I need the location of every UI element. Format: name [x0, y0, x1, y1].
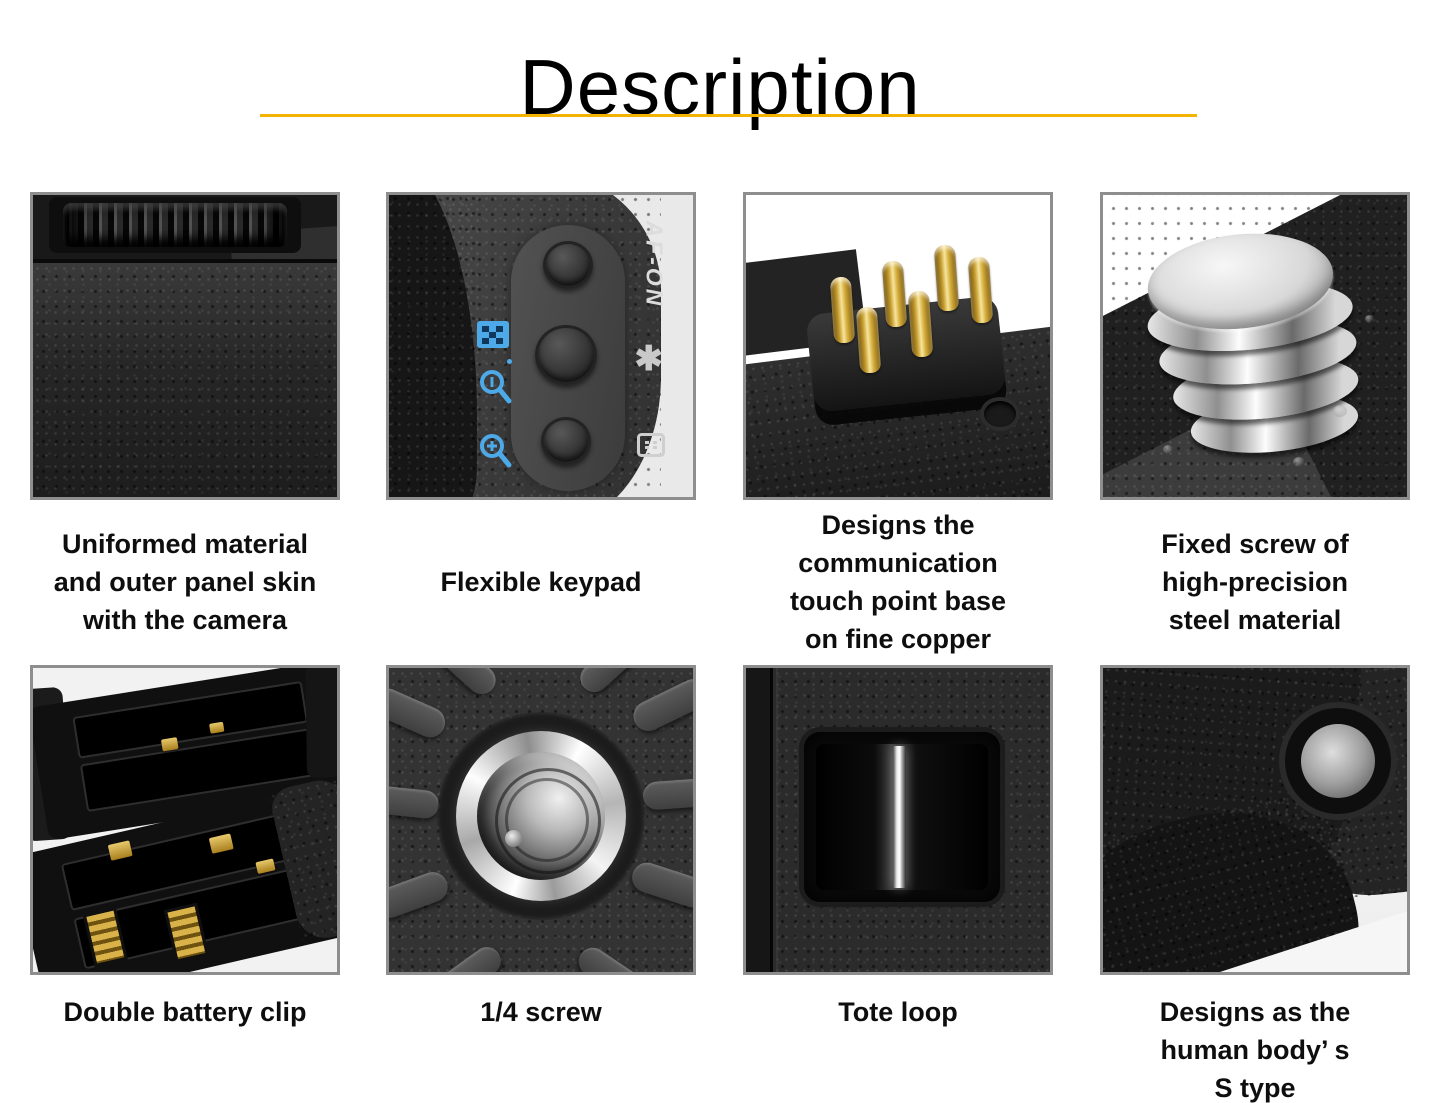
- rubber-nub: [628, 673, 693, 737]
- keypad-button-top: [543, 241, 593, 289]
- photo-copper-touch-points: [743, 192, 1053, 500]
- page-title: Description: [519, 43, 921, 132]
- caption-quarter-screw: 1/4 screw: [480, 997, 602, 1027]
- keypad-button-middle: [535, 325, 597, 385]
- screw-hole: [984, 401, 1016, 427]
- photo-uniformed-material: [30, 192, 340, 500]
- thread-groove: [505, 778, 589, 862]
- gold-pin: [967, 256, 994, 324]
- ae-lock-icon: ✱: [634, 340, 664, 378]
- socket-pin: [505, 830, 522, 847]
- water-drop: [1365, 315, 1374, 323]
- panel-seam: [33, 259, 337, 263]
- panel-seam: [776, 668, 778, 972]
- caption-fixed-screw: Fixed screw of high-precision steel mate…: [1161, 529, 1349, 635]
- water-drop: [1293, 457, 1305, 467]
- rubber-nub: [642, 777, 693, 811]
- steel-screw: [1135, 222, 1379, 484]
- gold-pin: [855, 306, 882, 374]
- rubber-nub: [574, 668, 646, 698]
- water-drop: [1333, 405, 1347, 417]
- gold-contact: [160, 737, 179, 752]
- gold-pin: [881, 260, 908, 328]
- zoom-in-icon: [477, 431, 515, 476]
- thread-groove: [495, 768, 601, 874]
- water-drop: [1163, 445, 1173, 454]
- rubber-nub: [430, 668, 502, 700]
- title-divider: [260, 114, 1197, 117]
- rubber-nub: [389, 683, 450, 743]
- caption-copper-touch-points: Designs the communication touch point ba…: [790, 510, 1006, 654]
- photo-double-battery-clip: [30, 665, 340, 975]
- leather-grain: [33, 263, 337, 497]
- keypad-button-bottom: [541, 417, 591, 465]
- rubber-nub: [389, 867, 452, 923]
- af-point-select-icon: [477, 321, 509, 353]
- textured-panel: [33, 263, 337, 497]
- caption-double-battery-clip: Double battery clip: [63, 997, 307, 1027]
- caption-flexible-keypad: Flexible keypad: [440, 567, 642, 597]
- gold-pin: [907, 290, 934, 358]
- scroll-wheel: [63, 203, 287, 247]
- rubber-nub: [389, 784, 441, 820]
- gold-pin: [933, 244, 960, 312]
- index-dot-icon: [507, 359, 512, 364]
- rubber-nub: [431, 941, 507, 972]
- metal-loop-bar: [893, 746, 906, 888]
- af-on-label: AF-ON: [641, 220, 668, 309]
- gold-pin: [829, 276, 856, 344]
- rubber-nub: [573, 942, 649, 972]
- af-area-icon: [637, 433, 665, 462]
- caption-uniformed-material: Uniformed material and outer panel skin …: [53, 529, 317, 635]
- body-edge: [746, 668, 773, 972]
- metal-button: [1301, 724, 1375, 798]
- caption-tote-loop: Tote loop: [838, 997, 958, 1027]
- zoom-out-icon: [477, 367, 515, 412]
- caption-s-type: Designs as the human body’ s S type: [1159, 997, 1351, 1103]
- photo-flexible-keypad: AF-ON ✱: [386, 192, 696, 500]
- rubber-nub: [628, 858, 693, 912]
- photo-fixed-screw: [1100, 192, 1410, 500]
- tray-end-plate: [305, 668, 337, 778]
- photo-tote-loop: [743, 665, 1053, 975]
- photo-quarter-screw: [386, 665, 696, 975]
- photo-s-type-grip: [1100, 665, 1410, 975]
